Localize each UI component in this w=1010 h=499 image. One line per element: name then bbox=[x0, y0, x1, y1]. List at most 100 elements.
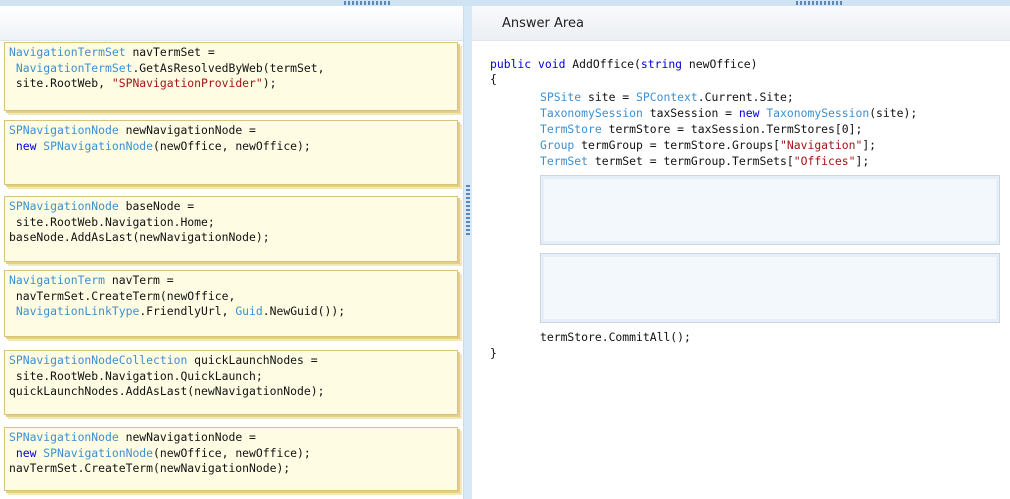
code-token: navTermSet.CreateTerm(newNavigationNode)… bbox=[9, 461, 291, 475]
tile-code-line: NavigationTermSet navTermSet = bbox=[9, 45, 215, 60]
answer-tile[interactable]: SPNavigationNode newNavigationNode = new… bbox=[4, 427, 458, 491]
code-token: new bbox=[738, 106, 760, 120]
drop-target-1[interactable] bbox=[540, 175, 1000, 245]
code-token: Group bbox=[540, 138, 575, 152]
code-token: termStore = taxSession.TermStores[0]; bbox=[601, 122, 863, 136]
code-token: string bbox=[640, 57, 683, 71]
code-token: SPNavigationNode bbox=[9, 199, 119, 213]
code-token bbox=[9, 139, 16, 153]
code-token: TermSet bbox=[540, 154, 589, 168]
code-token: .Current.Site; bbox=[697, 90, 794, 104]
tile-code-line: SPNavigationNode newNavigationNode = bbox=[9, 123, 256, 138]
code-line: public void AddOffice(string newOffice) bbox=[490, 57, 757, 72]
code-token: baseNode.AddAsLast(newNavigationNode); bbox=[9, 230, 270, 244]
code-token: TermStore bbox=[540, 122, 602, 136]
code-token: termGroup = termStore.Groups[ bbox=[574, 138, 781, 152]
code-token: SPNavigationNode bbox=[43, 445, 154, 460]
right-panel-resize-grip[interactable] bbox=[796, 1, 842, 5]
code-token: navTerm = bbox=[105, 273, 174, 287]
code-token: "Navigation" bbox=[780, 138, 863, 152]
code-token: newNavigationNode = bbox=[118, 430, 256, 444]
code-token: AddOffice( bbox=[565, 57, 641, 71]
code-token: (newOffice, newOffice); bbox=[153, 138, 311, 153]
code-token: .NewGuid()); bbox=[262, 304, 346, 318]
tile-code-line: NavigationLinkType.FriendlyUrl, Guid.New… bbox=[9, 304, 345, 319]
tile-code-line: baseNode.AddAsLast(newNavigationNode); bbox=[9, 230, 270, 245]
code-token: NavigationTermSet bbox=[15, 60, 133, 75]
code-token: new bbox=[15, 445, 37, 460]
code-token bbox=[9, 446, 16, 460]
tile-code-line: site.RootWeb, "SPNavigationProvider"); bbox=[9, 76, 277, 91]
code-token: SPNavigationNode bbox=[9, 123, 119, 137]
answer-tile[interactable]: NavigationTerm navTerm = navTermSet.Crea… bbox=[4, 270, 458, 337]
code-token: newNavigationNode = bbox=[118, 123, 256, 137]
tile-code-line: new SPNavigationNode(newOffice, newOffic… bbox=[9, 139, 311, 154]
code-line: TermStore termStore = taxSession.TermSto… bbox=[540, 122, 862, 137]
code-token bbox=[531, 57, 538, 71]
code-line: SPSite site = SPContext.Current.Site; bbox=[540, 90, 794, 105]
code-token: site.RootWeb, bbox=[9, 76, 112, 90]
code-token: SPContext bbox=[636, 90, 698, 104]
code-token bbox=[9, 304, 16, 318]
code-token: ]; bbox=[862, 138, 877, 152]
code-token: SPNavigationNode bbox=[43, 138, 154, 153]
code-token: NavigationTermSet bbox=[9, 45, 126, 59]
code-token: new bbox=[15, 138, 37, 153]
answer-choices-panel: NavigationTermSet navTermSet = Navigatio… bbox=[0, 6, 464, 499]
code-token: .GetAsResolvedByWeb(termSet, bbox=[132, 60, 325, 75]
code-token: site.RootWeb.Navigation.Home; bbox=[9, 214, 215, 229]
code-token: TaxonomySession bbox=[766, 106, 870, 120]
code-line: TermSet termSet = termGroup.TermSets["Of… bbox=[540, 154, 869, 169]
code-token: ); bbox=[262, 76, 277, 90]
splitter-grip[interactable] bbox=[466, 185, 470, 235]
tile-code-line: SPNavigationNode baseNode = bbox=[9, 199, 194, 214]
code-token: navTermSet.CreateTerm(newOffice, bbox=[9, 288, 236, 303]
code-token: navTermSet = bbox=[125, 45, 215, 59]
code-token: public bbox=[490, 57, 532, 71]
code-token: termSet = termGroup.TermSets[ bbox=[588, 154, 794, 168]
code-line: } bbox=[490, 346, 497, 361]
code-token: NavigationTerm bbox=[9, 273, 106, 287]
tile-code-line: site.RootWeb.Navigation.QuickLaunch; bbox=[9, 369, 263, 384]
left-panel-resize-grip[interactable] bbox=[344, 1, 390, 5]
code-token: quickLaunchNodes.AddAsLast(newNavigation… bbox=[9, 384, 325, 398]
code-token: } bbox=[490, 346, 497, 360]
answer-area-panel: Answer Area public void AddOffice(string… bbox=[472, 6, 1010, 499]
code-token: site.RootWeb.Navigation.QuickLaunch; bbox=[9, 368, 263, 383]
code-line: TaxonomySession taxSession = new Taxonom… bbox=[540, 106, 917, 121]
code-token: (newOffice, newOffice); bbox=[153, 445, 311, 460]
code-token: .FriendlyUrl, bbox=[139, 304, 236, 318]
code-token: SPSite bbox=[540, 90, 582, 104]
answer-tile[interactable]: NavigationTermSet navTermSet = Navigatio… bbox=[4, 42, 458, 111]
code-token: void bbox=[538, 57, 566, 71]
code-token: ]; bbox=[855, 154, 870, 168]
panel-splitter[interactable] bbox=[464, 6, 472, 499]
code-token: newOffice) bbox=[682, 57, 758, 71]
code-token: baseNode = bbox=[118, 199, 195, 213]
answer-area-header: Answer Area bbox=[472, 6, 1010, 41]
answer-tile[interactable]: SPNavigationNode newNavigationNode = new… bbox=[4, 120, 458, 185]
code-token: site = bbox=[581, 90, 637, 104]
drop-target-2[interactable] bbox=[540, 253, 1000, 323]
tile-code-line: SPNavigationNodeCollection quickLaunchNo… bbox=[9, 353, 318, 368]
code-token: taxSession = bbox=[642, 106, 739, 120]
code-token: TaxonomySession bbox=[540, 106, 643, 120]
code-token: quickLaunchNodes = bbox=[187, 353, 318, 367]
answer-tile[interactable]: SPNavigationNodeCollection quickLaunchNo… bbox=[4, 350, 458, 415]
code-token: SPNavigationNodeCollection bbox=[9, 353, 188, 367]
code-token: Guid bbox=[235, 304, 263, 318]
answer-tile[interactable]: SPNavigationNode baseNode = site.RootWeb… bbox=[4, 196, 458, 262]
tile-code-line: NavigationTerm navTerm = bbox=[9, 273, 174, 288]
code-token: SPNavigationNode bbox=[9, 430, 119, 444]
code-token: termStore.CommitAll(); bbox=[540, 330, 691, 344]
code-line: Group termGroup = termStore.Groups["Navi… bbox=[540, 138, 876, 153]
tile-code-line: site.RootWeb.Navigation.Home; bbox=[9, 215, 215, 230]
tile-code-line: new SPNavigationNode(newOffice, newOffic… bbox=[9, 446, 311, 461]
tile-code-line: navTermSet.CreateTerm(newNavigationNode)… bbox=[9, 461, 290, 476]
tile-code-line: SPNavigationNode newNavigationNode = bbox=[9, 430, 256, 445]
top-strip bbox=[0, 0, 1010, 6]
tile-code-line: quickLaunchNodes.AddAsLast(newNavigation… bbox=[9, 384, 324, 399]
code-line: { bbox=[490, 72, 497, 87]
code-line: termStore.CommitAll(); bbox=[540, 330, 691, 345]
answer-choices-header bbox=[0, 6, 463, 41]
